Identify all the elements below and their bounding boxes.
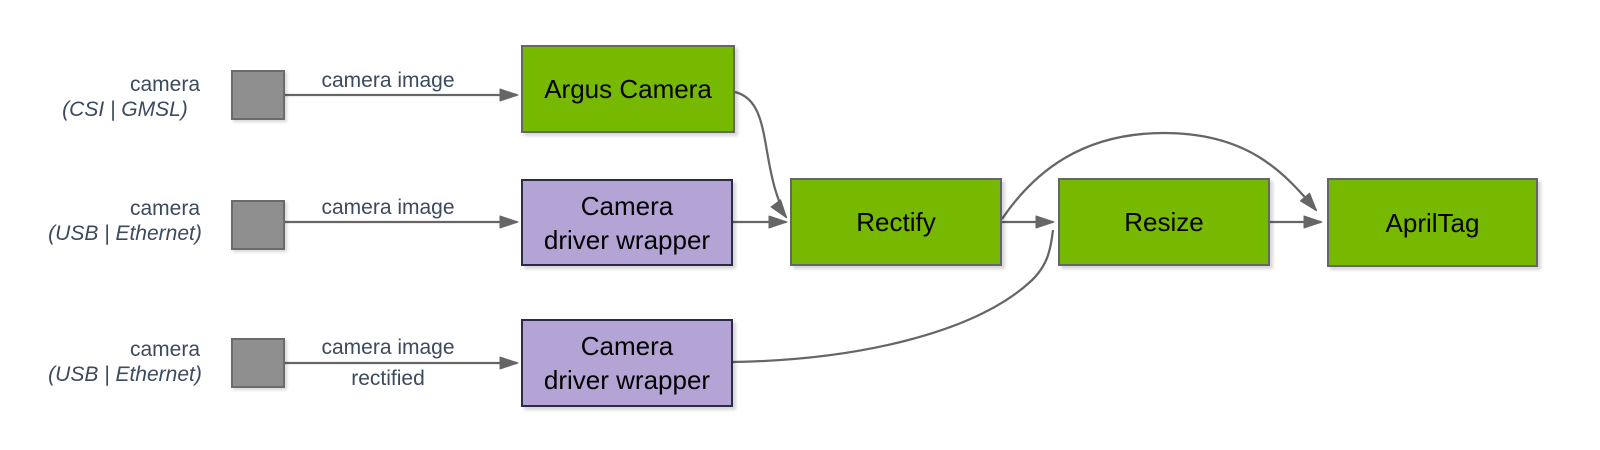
input-interface-label: (CSI | GMSL) [62, 98, 188, 121]
edge-label-camera-image-1: camera image [321, 69, 455, 92]
node-argus-camera: Argus Camera [521, 45, 735, 133]
edge-label-camera-image-2: camera image [321, 196, 455, 219]
camera-source-node-1 [231, 70, 285, 120]
input-camera-label: camera [129, 197, 201, 220]
input-interface-label: (USB | Ethernet) [48, 222, 202, 245]
node-resize: Resize [1058, 178, 1270, 266]
input-camera-csi-gmsl: camera (CSI | GMSL) [40, 72, 210, 122]
input-camera-usb-ethernet-1: camera (USB | Ethernet) [40, 196, 210, 246]
node-camera-driver-wrapper-bottom: Camera driver wrapper [521, 319, 733, 407]
node-rectify: Rectify [790, 178, 1002, 266]
edge-rectify-to-apriltag-arc [1001, 131, 1318, 220]
edge-wrapper-bottom-to-resize-curve [732, 229, 1055, 364]
edge-argus-to-rectify-curve [734, 90, 788, 219]
edge-label-camera-image-3: camera image [321, 336, 455, 359]
input-camera-label: camera [129, 338, 201, 361]
edge-label-rectified: rectified [351, 367, 425, 390]
node-apriltag: AprilTag [1327, 178, 1538, 267]
input-interface-label: (USB | Ethernet) [48, 363, 202, 386]
node-camera-driver-wrapper-mid: Camera driver wrapper [521, 179, 733, 266]
input-camera-label: camera [129, 73, 201, 96]
camera-source-node-2 [231, 200, 285, 250]
input-camera-usb-ethernet-2: camera (USB | Ethernet) [40, 337, 210, 387]
camera-source-node-3 [231, 338, 285, 388]
